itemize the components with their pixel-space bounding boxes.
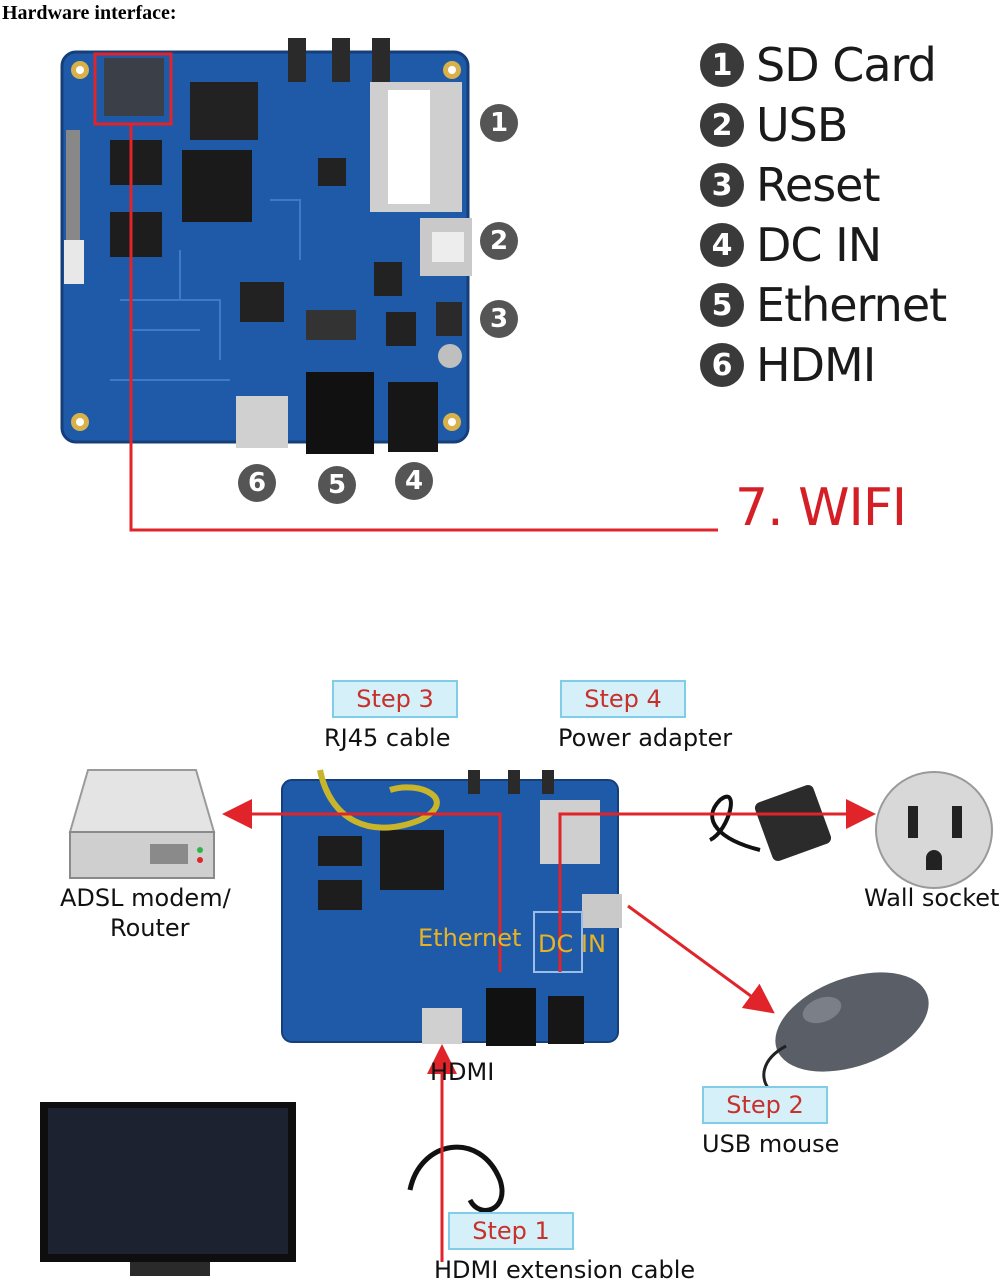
flash-chip xyxy=(190,82,258,140)
legend-number: 2 xyxy=(700,103,744,147)
power-adapter-icon xyxy=(708,784,832,862)
legend-number: 5 xyxy=(700,283,744,327)
step-2-tag: Step 2 xyxy=(702,1086,828,1124)
wifi-label: 7. WIFI xyxy=(735,478,907,538)
step-4-tag: Step 4 xyxy=(560,680,686,718)
wall-socket-label: Wall socket xyxy=(864,884,1000,912)
legend-label: SD Card xyxy=(756,38,937,92)
step-2-caption: USB mouse xyxy=(702,1130,840,1158)
board-pcb-2 xyxy=(282,780,618,1042)
legend-label: DC IN xyxy=(756,218,882,272)
wifi-module xyxy=(104,58,164,116)
router-label-line2: Router xyxy=(110,914,190,942)
hdmi-cable xyxy=(407,1144,505,1213)
marker-dc-in: 4 xyxy=(395,462,433,500)
legend-item-hdmi: 6 HDMI xyxy=(700,336,876,394)
step-4-caption: Power adapter xyxy=(558,724,733,752)
marker-usb: 2 xyxy=(480,222,518,260)
legend-number: 6 xyxy=(700,343,744,387)
step-3-caption: RJ45 cable xyxy=(324,724,451,752)
step-1-caption: HDMI extension cable xyxy=(434,1256,696,1284)
page-heading: Hardware interface: xyxy=(2,2,177,24)
arrow-dc-to-socket xyxy=(558,799,876,972)
legend-number: 4 xyxy=(700,223,744,267)
ethernet-port xyxy=(306,372,374,454)
router-icon xyxy=(68,769,216,879)
rj45-cable xyxy=(317,769,440,831)
legend-item-dc-in: 4 DC IN xyxy=(700,216,882,274)
soc-chip xyxy=(182,150,252,222)
wall-socket-icon xyxy=(875,771,993,889)
marker-reset: 3 xyxy=(480,300,518,338)
mouse-icon xyxy=(762,972,929,1092)
legend-item-reset: 3 Reset xyxy=(700,156,880,214)
marker-sd-card: 1 xyxy=(480,104,518,142)
legend-number: 1 xyxy=(700,43,744,87)
reset-button xyxy=(436,302,462,336)
arrow-usb-to-mouse xyxy=(627,904,775,1014)
hdmi-port xyxy=(236,396,288,448)
legend-label: Reset xyxy=(756,158,880,212)
wifi-highlight xyxy=(93,52,173,126)
step-3-tag: Step 3 xyxy=(332,680,458,718)
legend-item-ethernet: 5 Ethernet xyxy=(700,276,947,334)
router-label-line1: ADSL modem/ xyxy=(60,884,231,912)
marker-hdmi: 6 xyxy=(238,464,276,502)
legend-item-sd-card: 1 SD Card xyxy=(700,36,937,94)
legend-label: Ethernet xyxy=(756,278,947,332)
ethernet-overlay-label: Ethernet xyxy=(418,924,522,952)
board-pcb xyxy=(62,52,468,442)
legend-number: 3 xyxy=(700,163,744,207)
wifi-leader-line xyxy=(129,124,718,532)
arrow-ethernet-to-router xyxy=(222,799,502,972)
dc-in-overlay-label: DC IN xyxy=(538,930,606,958)
tv-icon xyxy=(40,1102,296,1276)
step-1-tag: Step 1 xyxy=(448,1212,574,1250)
legend-label: USB xyxy=(756,98,848,152)
dc-in-port xyxy=(388,382,438,452)
legend-item-usb: 2 USB xyxy=(700,96,848,154)
hdmi-label: HDMI xyxy=(430,1058,495,1086)
marker-ethernet: 5 xyxy=(318,466,356,504)
legend-label: HDMI xyxy=(756,338,876,392)
